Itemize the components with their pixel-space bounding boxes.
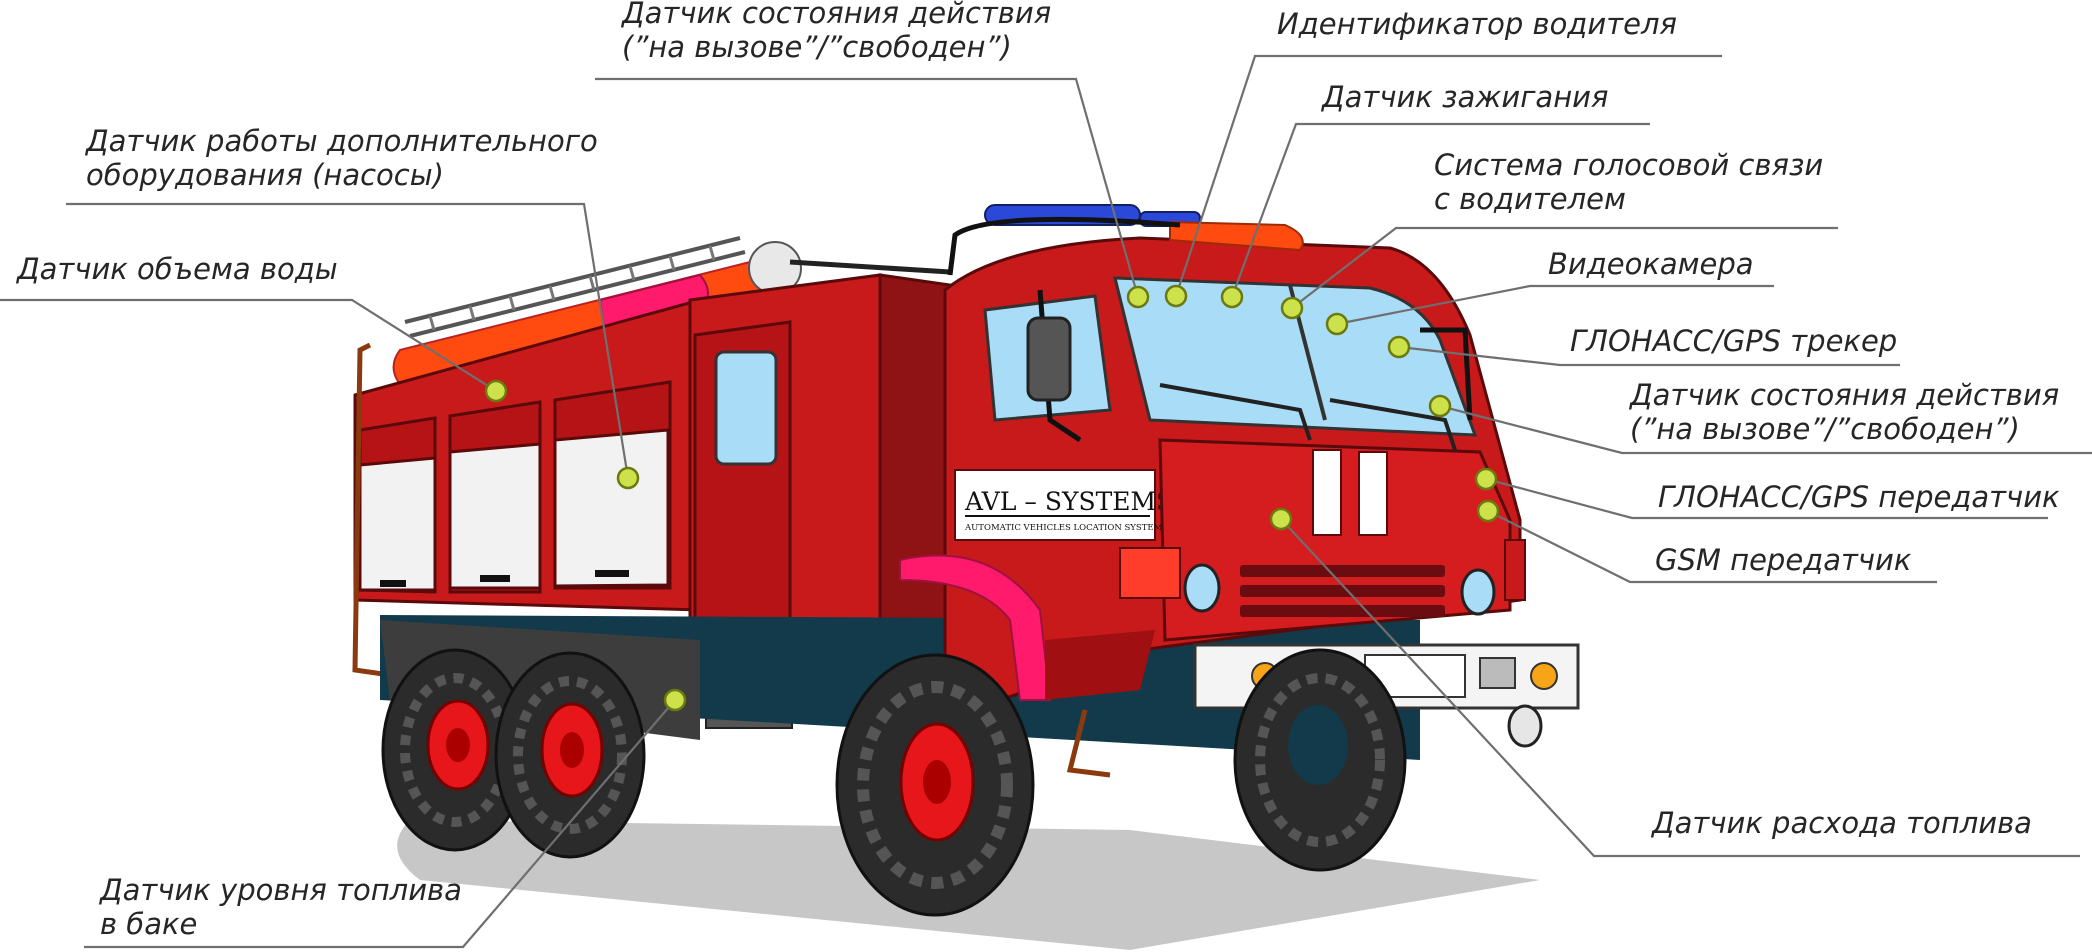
leader-status-right: [1439, 404, 2092, 455]
grille: [1240, 565, 1445, 617]
roof-ladder: [404, 236, 746, 338]
leader-gps-transmitter: [1485, 477, 2048, 520]
wheel-front-right: [1233, 648, 1407, 872]
sensor-dot-gsm: [1476, 499, 1500, 523]
sensor-dot-voice: [1280, 296, 1304, 320]
sensor-dots: [484, 284, 1500, 712]
label-gps-tracker: ГЛОНАСС/GPS трекер: [1570, 324, 1898, 358]
label-pumps-sensor: Датчик работы дополнительного оборудован…: [86, 124, 598, 192]
rear-ladder-rail: [352, 342, 391, 678]
sensor-dot-water: [484, 379, 508, 403]
sensor-dot-status-right: [1428, 394, 1452, 418]
leader-pumps: [66, 202, 630, 479]
sensor-dot-camera: [1325, 312, 1349, 336]
label-driver-id: Идентификатор водителя: [1277, 7, 1677, 41]
label-gsm-transmitter: GSM передатчик: [1655, 543, 1912, 577]
label-fuel-level: Датчик уровня топлива в баке: [100, 873, 462, 941]
windshield: [1113, 276, 1478, 437]
label-gps-transmitter: ГЛОНАСС/GPS передатчик: [1658, 480, 2060, 514]
label-ignition: Датчик зажигания: [1322, 80, 1609, 114]
logo-title: AVL – SYSTEMS: [964, 487, 1173, 516]
label-fuel-consumption: Датчик расхода топлива: [1652, 806, 2032, 840]
roof-beacon-orange: [1169, 220, 1304, 252]
middle-window: [714, 350, 778, 466]
sensor-dot-fuel-consumption: [1269, 507, 1293, 531]
wheel-front-left: [835, 653, 1035, 917]
leader-gsm: [1487, 510, 1937, 584]
label-voice-system: Система голосовой связи с водителем: [1434, 148, 1824, 216]
sensor-dot-gps-tracker: [1387, 335, 1411, 359]
leader-ignition: [1230, 122, 1650, 298]
leader-lines: [0, 54, 2092, 949]
rear-compartments: [358, 380, 672, 594]
wheel-rear-2: [494, 651, 646, 859]
leader-fuel-level: [84, 699, 676, 949]
logo-panel: [954, 469, 1156, 541]
sensor-dot-status-top: [1126, 285, 1150, 309]
leader-water: [0, 298, 497, 392]
label-camera: Видеокамера: [1548, 247, 1754, 281]
headlight-left: [1183, 563, 1221, 613]
headlight-right: [1460, 568, 1496, 616]
front-stripes: [1312, 449, 1388, 536]
logo-subtitle: AUTOMATIC VEHICLES LOCATION SYSTEMS: [964, 523, 1168, 533]
leader-gps-tracker: [1398, 345, 1900, 367]
sensor-dot-ignition: [1220, 285, 1244, 309]
label-status-sensor-right: Датчик состояния действия (”на вызове”/”…: [1630, 378, 2060, 446]
leader-voice: [1291, 226, 1838, 309]
leader-camera: [1336, 284, 1774, 326]
label-water-volume: Датчик объема воды: [17, 252, 338, 286]
leader-fuel-consumption: [1280, 518, 2080, 858]
front-fender-pink: [899, 554, 1052, 701]
sensor-dot-gps-transmitter: [1474, 467, 1498, 491]
leader-status-top: [595, 77, 1140, 298]
sensor-dot-driver-id: [1164, 284, 1188, 308]
sensor-dot-fuel-level: [663, 688, 687, 712]
sensor-dot-pumps: [616, 466, 640, 490]
side-mirror: [1026, 316, 1072, 402]
label-status-sensor-top: Датчик состояния действия (”на вызове”/”…: [622, 0, 1052, 64]
leader-driver-id: [1174, 54, 1722, 297]
